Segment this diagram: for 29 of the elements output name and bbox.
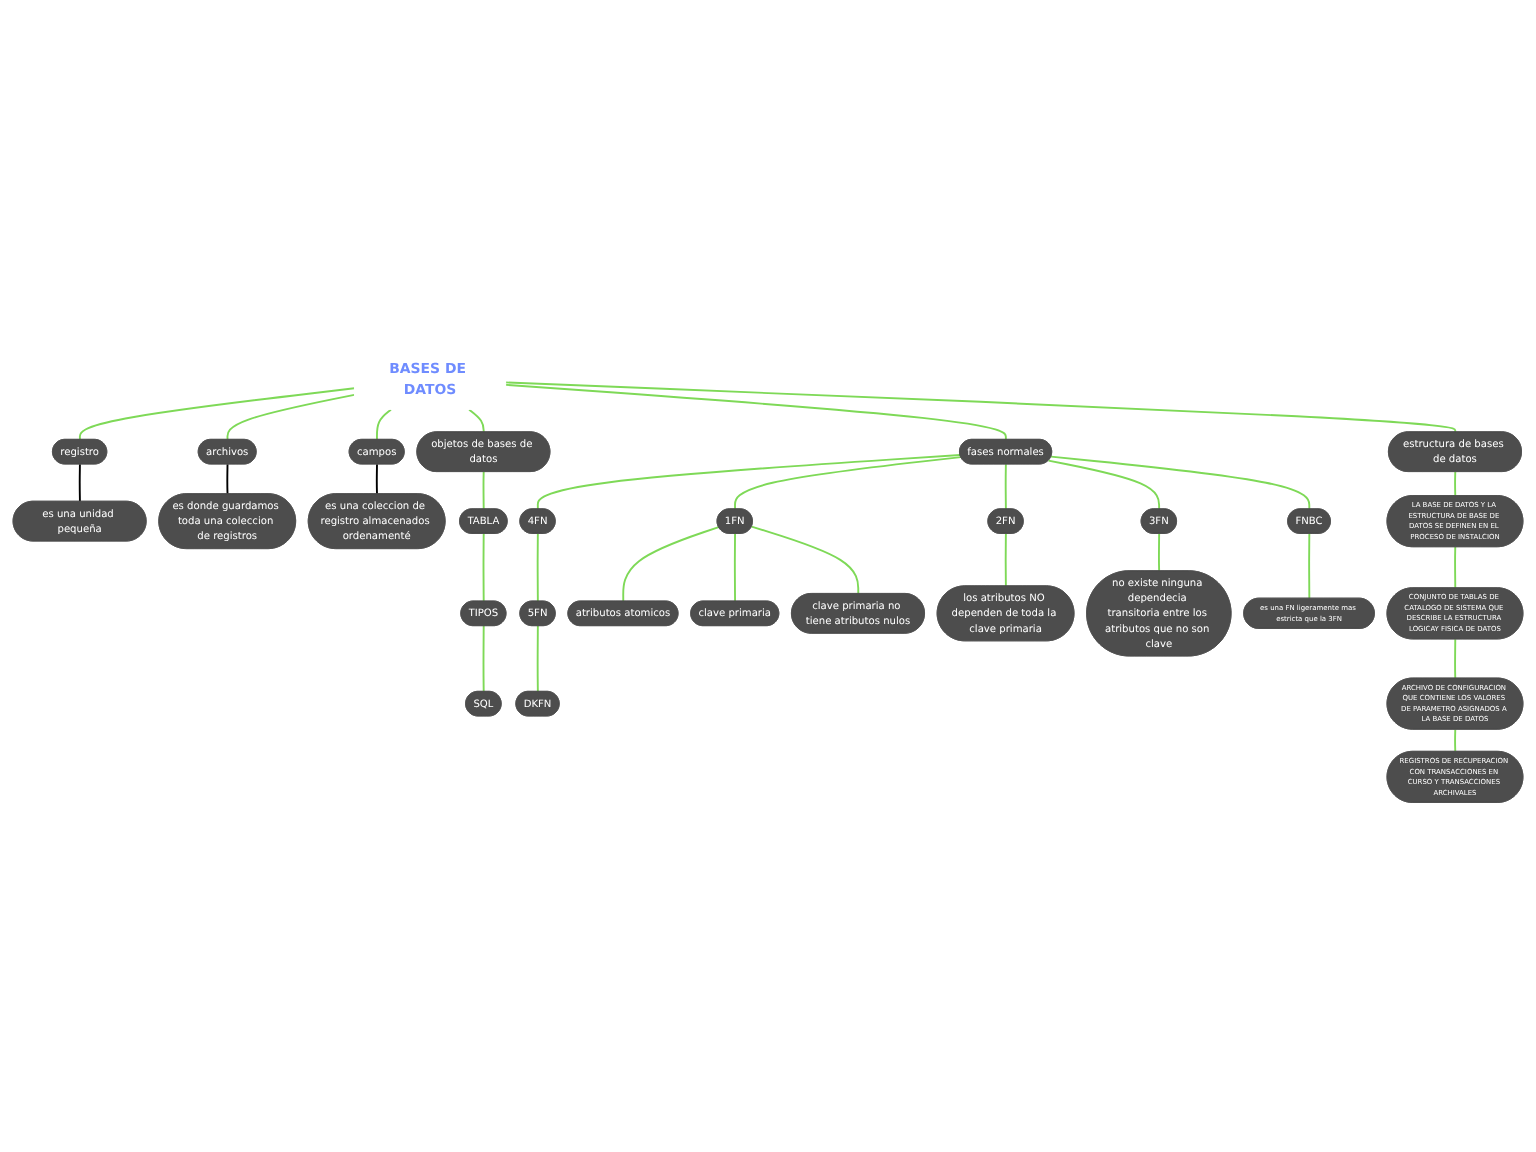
connector: [622, 526, 720, 603]
connector: [482, 533, 485, 603]
connector: [78, 387, 356, 441]
connector: [482, 471, 485, 511]
connector: [1454, 471, 1457, 498]
connector: [482, 625, 485, 693]
connector: [376, 408, 392, 441]
connector: [734, 456, 962, 511]
connector: [78, 463, 81, 503]
connector: [1004, 463, 1007, 511]
connector: [504, 381, 1457, 434]
connector: [1047, 459, 1161, 511]
connector: [1454, 638, 1457, 680]
connector: [733, 533, 736, 603]
connector: [1308, 533, 1311, 600]
connector: [536, 625, 539, 693]
connector: [504, 384, 1007, 441]
connector: [226, 463, 229, 496]
connector: [468, 408, 485, 434]
connector: [1004, 533, 1007, 588]
connector: [375, 463, 378, 496]
connector: [536, 533, 539, 603]
connector: [750, 525, 860, 595]
connector: [1454, 728, 1457, 753]
connector: [226, 394, 356, 441]
connector: [1050, 455, 1311, 511]
connector: [536, 454, 962, 511]
connector: [1454, 546, 1457, 590]
connector: [1158, 533, 1161, 573]
